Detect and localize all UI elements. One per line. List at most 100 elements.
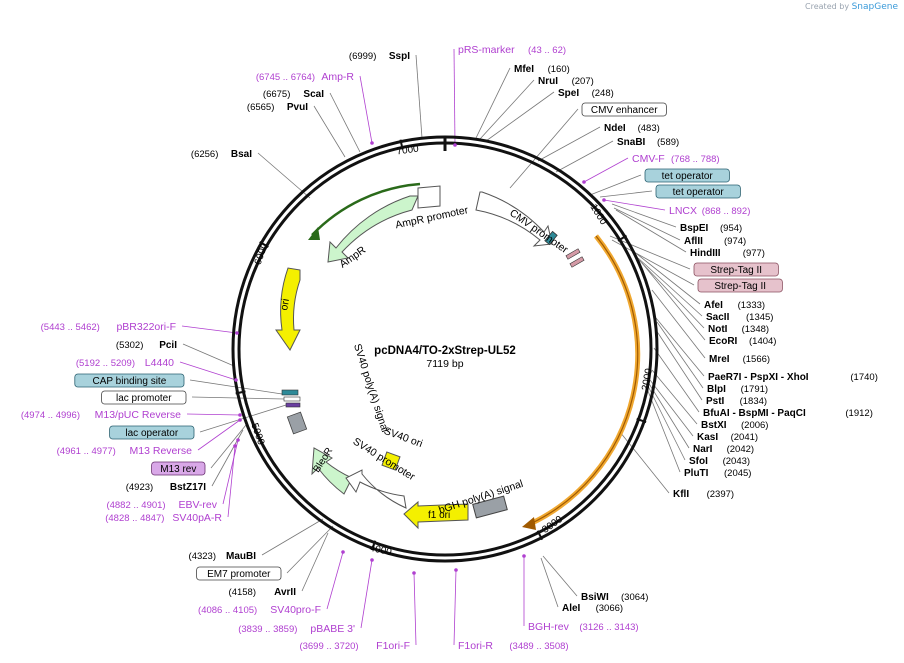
mfei-position: (160) bbox=[548, 64, 570, 75]
leader-line bbox=[257, 152, 311, 199]
ori-arrow bbox=[275, 267, 301, 351]
lncx-primer-label: LNCX bbox=[669, 205, 697, 217]
scale-tick bbox=[399, 139, 404, 150]
lncx-position: (868 .. 892) bbox=[702, 206, 751, 217]
m13-rev-label: M13 rev bbox=[160, 464, 196, 475]
leader-line bbox=[179, 361, 237, 381]
leader-line bbox=[222, 439, 239, 505]
leader-line bbox=[651, 289, 706, 359]
leader-line bbox=[656, 321, 704, 389]
paer7i-pspxi-xhoi-position: (1740) bbox=[850, 372, 877, 383]
leader-line bbox=[646, 383, 686, 461]
noti-site-label: NotI bbox=[708, 324, 728, 335]
scale-tick-label: 2000 bbox=[640, 367, 655, 391]
leader-line bbox=[655, 329, 703, 401]
f1ori-f-primer-label: F1ori-F bbox=[376, 640, 410, 652]
orf-arc bbox=[528, 234, 641, 527]
cap-binding-site-label: CAP binding site bbox=[93, 376, 167, 387]
m13-mark bbox=[285, 402, 301, 408]
primer-site-mark bbox=[234, 378, 238, 382]
l4440-primer-label: L4440 bbox=[145, 357, 174, 369]
cmv-promoter-arrow bbox=[475, 191, 553, 247]
m13-puc-reverse-primer-label: M13/pUC Reverse bbox=[95, 409, 182, 421]
leader-line bbox=[555, 140, 614, 173]
ampr-outer-arrowhead bbox=[308, 227, 320, 240]
leader-line bbox=[542, 555, 578, 597]
pluti-position: (2045) bbox=[724, 468, 751, 479]
primer-site-mark bbox=[341, 550, 345, 554]
primer-site-mark bbox=[370, 141, 374, 145]
tet-operator-label: tet operator bbox=[673, 187, 725, 198]
snabi-site-label: SnaBI bbox=[617, 137, 646, 148]
bstz17i-site-label: BstZ17I bbox=[170, 482, 206, 493]
scale-tick bbox=[536, 530, 544, 541]
leader-line bbox=[181, 325, 238, 334]
hindiii-site-label: HindIII bbox=[690, 248, 721, 259]
leader-line bbox=[641, 262, 706, 341]
sacii-site-label: SacII bbox=[706, 312, 730, 323]
bleor-arrow bbox=[311, 447, 353, 495]
psti-site-label: PstI bbox=[706, 396, 725, 407]
plasmid-name: pcDNA4/TO-2xStrep-UL52 bbox=[374, 345, 516, 357]
spei-site-label: SpeI bbox=[558, 88, 579, 99]
strep-tag-mark-1 bbox=[565, 248, 581, 260]
l4440-position: (5192 .. 5209) bbox=[76, 358, 135, 369]
f1ori-r-primer-label: F1ori-R bbox=[458, 640, 493, 652]
sfoi-site-label: SfoI bbox=[689, 456, 708, 467]
feature-box bbox=[74, 373, 185, 388]
aflii-site-label: AflII bbox=[684, 236, 703, 247]
pbr322ori-f-position: (5443 .. 5462) bbox=[41, 322, 100, 333]
sspi-position: (6999) bbox=[349, 51, 376, 62]
pbabe-3-position: (3839 .. 3859) bbox=[238, 624, 297, 635]
feature-box bbox=[655, 184, 741, 199]
avrii-site-label: AvrII bbox=[274, 587, 296, 598]
pvui-site-label: PvuI bbox=[287, 102, 308, 113]
noti-position: (1348) bbox=[742, 324, 769, 335]
feature-box bbox=[644, 168, 730, 183]
feature-box bbox=[196, 566, 282, 581]
cmv-f-primer-label: CMV-F bbox=[632, 153, 665, 165]
cmv-enhancer-label: CMV enhancer bbox=[591, 105, 658, 116]
scale-tick bbox=[259, 241, 269, 248]
f1-ori-arrow bbox=[403, 500, 469, 530]
leader-line bbox=[619, 431, 670, 494]
leader-line bbox=[360, 559, 373, 629]
sv40pa-r-primer-label: SV40pA-R bbox=[172, 512, 222, 524]
leader-line bbox=[313, 105, 346, 158]
site-labels: SspI(6999)Amp-R(6745 .. 6764)ScaI(6675)P… bbox=[21, 44, 878, 652]
alei-position: (3066) bbox=[596, 603, 623, 614]
leader-line bbox=[415, 54, 423, 139]
nrui-position: (207) bbox=[572, 76, 594, 87]
mrei-position: (1566) bbox=[743, 354, 770, 365]
leader-line bbox=[637, 257, 703, 317]
primer-site-mark bbox=[412, 571, 416, 575]
pcii-site-label: PciI bbox=[159, 340, 177, 351]
leader-line bbox=[261, 518, 324, 556]
blpi-position: (1791) bbox=[741, 384, 768, 395]
label-f1-ori: f1 ori bbox=[428, 510, 450, 521]
sv40pa-r-position: (4828 .. 4847) bbox=[105, 513, 164, 524]
leader-line bbox=[611, 203, 677, 228]
lac-promoter-label: lac promoter bbox=[116, 393, 172, 404]
primer-site-mark bbox=[233, 444, 237, 448]
primer-site-mark bbox=[238, 413, 242, 417]
scale-tick bbox=[235, 390, 246, 395]
feature-box bbox=[697, 278, 783, 293]
orf-arrowhead bbox=[522, 517, 536, 530]
prs-marker-position: (43 .. 62) bbox=[528, 45, 566, 56]
leader-line bbox=[599, 190, 653, 198]
orf-arc-line bbox=[529, 235, 639, 525]
primer-site-mark bbox=[582, 180, 586, 184]
scale-tick bbox=[617, 234, 628, 242]
leader-line bbox=[638, 259, 705, 329]
leader-line bbox=[615, 209, 687, 253]
scai-site-label: ScaI bbox=[303, 89, 324, 100]
bspei-position: (954) bbox=[720, 223, 742, 234]
maubi-position: (4323) bbox=[189, 551, 216, 562]
leader-line bbox=[651, 369, 698, 425]
pcii-position: (5302) bbox=[116, 340, 143, 351]
primer-site-mark bbox=[454, 568, 458, 572]
leader-line bbox=[210, 424, 247, 469]
scale-tick-label: 7000 bbox=[396, 143, 420, 157]
bfuai-bspmi-paqci-position: (1912) bbox=[845, 408, 872, 419]
